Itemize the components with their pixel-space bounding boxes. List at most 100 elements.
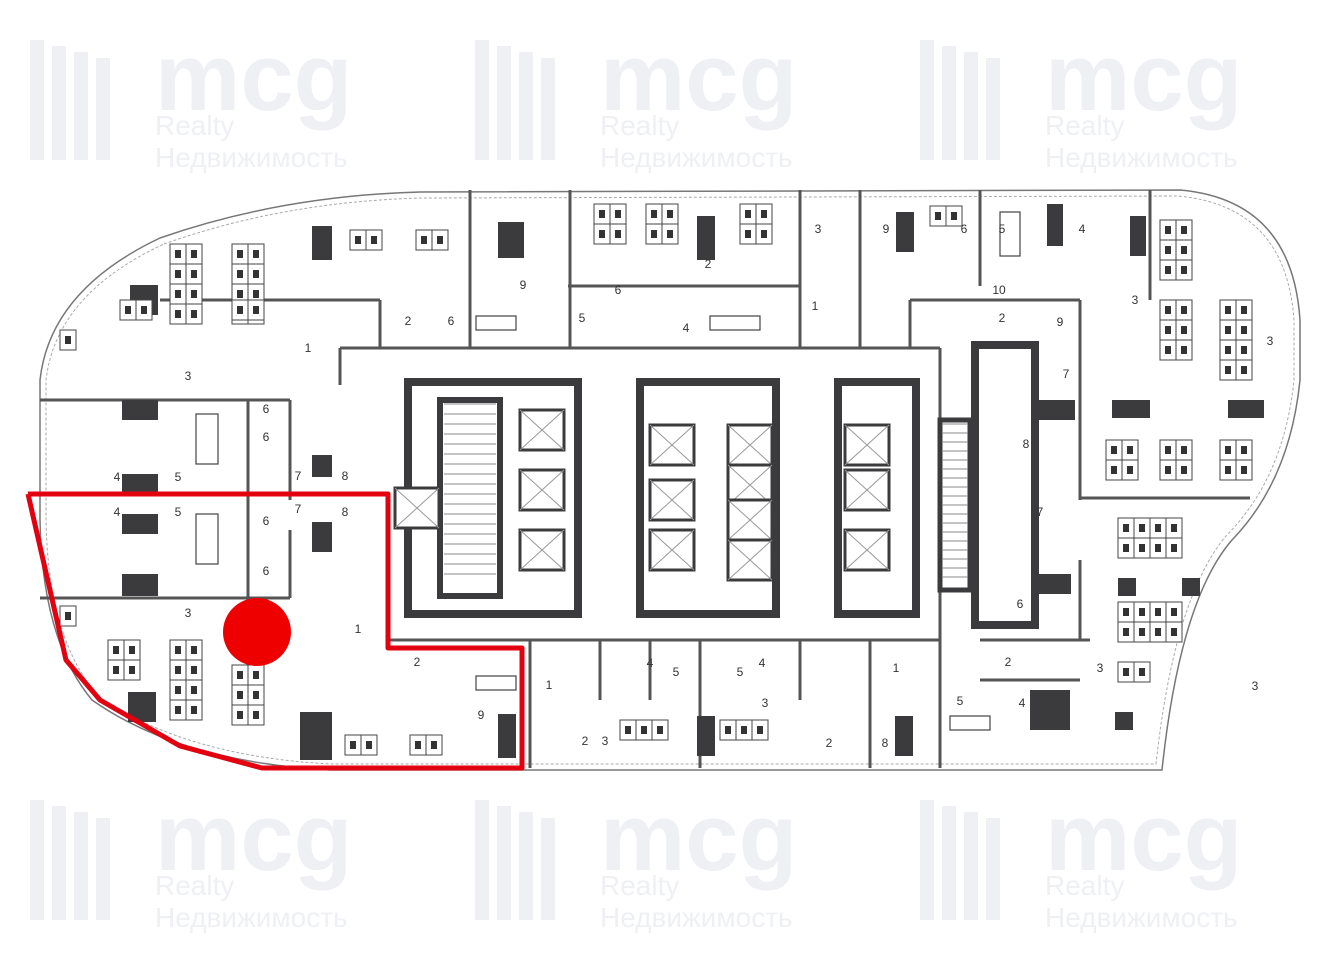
monitor [355,236,361,244]
room-number: 1 [355,622,362,636]
room-number: 9 [1057,315,1064,329]
monitor [1225,326,1231,334]
monitor [113,646,119,654]
watermark-logo-bar [30,800,44,920]
monitor [745,210,751,218]
monitor [125,306,131,314]
room-number: 3 [815,222,822,236]
desk-cluster [119,299,153,321]
watermark-line2: Недвижимость [155,142,348,173]
room-number: 1 [546,678,553,692]
monitor [1171,544,1177,552]
monitor [1165,446,1171,454]
monitor [745,230,751,238]
core-shaft [834,378,920,618]
wall-block [1047,204,1063,246]
room-number: 4 [647,656,654,670]
watermark-logo-bar [52,46,66,160]
room-number: 6 [615,283,622,297]
meeting-table [475,675,517,691]
room-number: 6 [263,564,270,578]
room-number: 7 [295,469,302,483]
monitor [1165,246,1171,254]
desk-cluster [1117,601,1183,643]
monitor [1241,306,1247,314]
monitor [1181,306,1187,314]
room-number: 8 [882,736,889,750]
monitor [237,711,243,719]
room-number: 4 [114,470,121,484]
elevator [843,468,891,512]
wall-block [122,574,158,596]
wall-block [1228,400,1264,418]
elevator [726,498,774,542]
monitor [1123,628,1129,636]
wall-block [697,216,715,260]
monitor [175,666,181,674]
wall-block [896,212,914,252]
room-number: 2 [405,314,412,328]
monitor [615,230,621,238]
monitor [113,666,119,674]
watermark-brand: mcg [1045,24,1242,131]
room-number: 5 [579,311,586,325]
watermark-line2: Недвижимость [155,902,348,933]
desk-cluster [1219,439,1253,481]
room-number: 3 [185,369,192,383]
monitor [1165,266,1171,274]
meeting-table [195,513,219,565]
wall-block [122,474,158,494]
monitor [175,290,181,298]
monitor [1139,544,1145,552]
room-number: 9 [883,222,890,236]
desk-cluster [929,205,963,227]
monitor [1165,326,1171,334]
monitor [237,250,243,258]
monitor [1111,466,1117,474]
monitor [1181,346,1187,354]
monitor [175,686,181,694]
room-number: 4 [1019,696,1026,710]
watermark-logo-bar [497,46,511,160]
desk-cluster [349,229,383,251]
monitor [437,236,443,244]
monitor [253,691,259,699]
elevator [648,478,696,522]
wall-block [1030,690,1070,730]
desk-cluster [344,734,378,756]
room-number: 3 [185,606,192,620]
watermark-logo-bar [964,812,978,920]
monitor [1241,346,1247,354]
room-number: 4 [1079,222,1086,236]
monitor [761,230,767,238]
wall-block [1115,712,1133,730]
watermark-brand: mcg [155,784,352,891]
monitor [1123,608,1129,616]
monitor [1123,668,1129,676]
monitor [757,726,763,734]
meeting-table [999,211,1021,257]
monitor [657,726,663,734]
room-number: 3 [1097,661,1104,675]
room-number: 2 [999,311,1006,325]
wall-block [1130,216,1146,256]
monitor [371,236,377,244]
monitor [1225,366,1231,374]
monitor [1139,608,1145,616]
meeting-table [195,413,219,465]
room-number: 5 [175,505,182,519]
monitor [1165,226,1171,234]
monitor [1225,466,1231,474]
watermark-logo-bar [497,806,511,920]
desk-cluster [719,719,769,741]
desk-cluster [59,605,77,627]
monitor [1241,326,1247,334]
watermark-logo-bar [475,800,489,920]
monitor [191,646,197,654]
